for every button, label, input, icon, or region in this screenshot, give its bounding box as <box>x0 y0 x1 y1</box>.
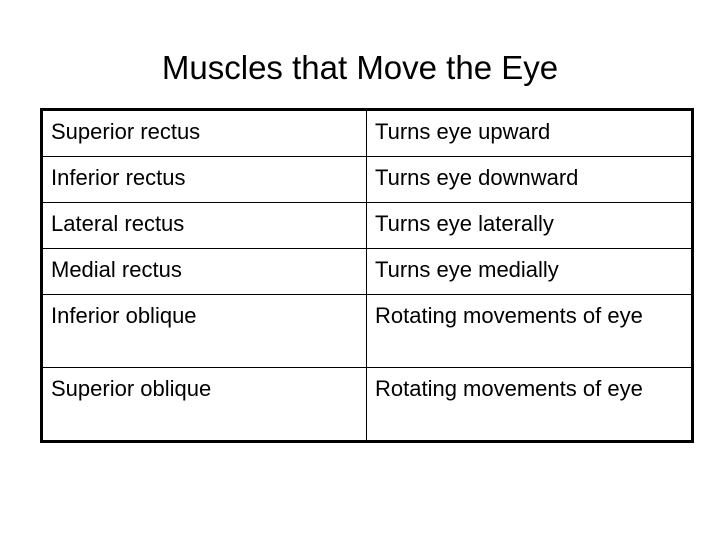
cell-action: Turns eye laterally <box>366 202 693 249</box>
cell-action: Rotating movements of eye <box>366 367 693 442</box>
cell-muscle: Medial rectus <box>41 248 367 295</box>
cell-action: Turns eye upward <box>366 109 693 157</box>
table-row: Superior rectus Turns eye upward <box>41 109 693 157</box>
muscle-table-container: Superior rectus Turns eye upward Inferio… <box>40 108 694 443</box>
cell-action: Rotating movements of eye <box>366 294 693 368</box>
cell-muscle: Superior rectus <box>41 109 367 157</box>
table-row: Lateral rectus Turns eye laterally <box>41 202 693 249</box>
table-row: Inferior rectus Turns eye downward <box>41 156 693 203</box>
cell-muscle: Inferior oblique <box>41 294 367 368</box>
table-row: Inferior oblique Rotating movements of e… <box>41 294 693 368</box>
table-row: Superior oblique Rotating movements of e… <box>41 367 693 442</box>
table-row: Medial rectus Turns eye medially <box>41 248 693 295</box>
cell-action: Turns eye medially <box>366 248 693 295</box>
cell-muscle: Lateral rectus <box>41 202 367 249</box>
cell-muscle: Inferior rectus <box>41 156 367 203</box>
cell-action: Turns eye downward <box>366 156 693 203</box>
cell-muscle: Superior oblique <box>41 367 367 442</box>
page-title: Muscles that Move the Eye <box>161 49 559 86</box>
muscle-action-table: Superior rectus Turns eye upward Inferio… <box>40 108 694 443</box>
